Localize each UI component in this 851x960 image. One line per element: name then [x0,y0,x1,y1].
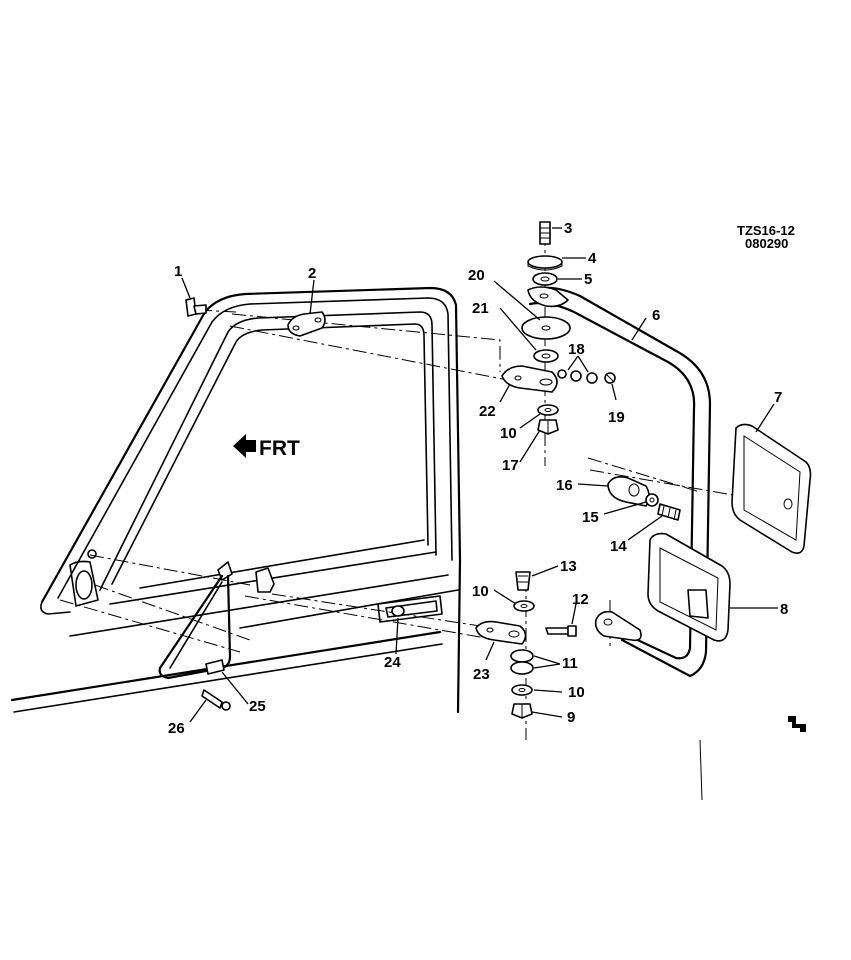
diagram-date: 080290 [745,236,788,251]
callout-22: 22 [479,403,496,420]
lower-mount-stack [391,571,577,719]
callout-labels: 1 2 3 4 5 6 7 8 9 10 10 10 11 12 13 14 1… [168,220,788,737]
callout-9: 9 [567,709,575,726]
callout-21: 21 [472,300,489,317]
callout-24: 24 [384,654,401,671]
mirror-head-upper [731,423,812,554]
upper-bracket [287,311,326,337]
publisher-logo-icon [788,716,806,732]
callout-20: 20 [468,267,485,284]
front-direction-indicator: FRT [233,434,300,460]
callout-8: 8 [780,601,788,618]
upper-mount-stack [501,221,616,435]
callout-6: 6 [652,307,660,324]
callout-10-middle: 10 [472,583,489,600]
alignment-lines [59,232,791,740]
callout-13: 13 [560,558,577,575]
callout-2: 2 [308,265,316,282]
callout-11: 11 [562,655,578,672]
callout-26: 26 [168,720,185,737]
callout-1: 1 [174,263,182,280]
leader-lines [181,227,778,723]
diagram-code: TZS16-12 [737,223,795,238]
callout-5: 5 [584,271,592,288]
callout-16: 16 [556,477,573,494]
callout-10-lower: 10 [568,684,585,701]
door-frame [10,286,462,714]
front-arrow-icon [233,434,256,458]
callout-3: 3 [564,220,572,237]
callout-25: 25 [249,698,266,715]
callout-17: 17 [502,457,519,474]
callout-4: 4 [588,250,597,267]
callout-12: 12 [572,591,589,608]
mirror-arm [527,286,712,801]
callout-19: 19 [608,409,625,426]
front-label: FRT [259,437,300,460]
lower-front-bracket [158,561,275,711]
callout-7: 7 [774,389,782,406]
callout-15: 15 [582,509,599,526]
callout-23: 23 [473,666,490,683]
callout-14: 14 [610,538,627,555]
callout-10-upper: 10 [500,425,517,442]
arm-clamp [607,476,681,521]
upper-clip [185,297,207,317]
callout-18: 18 [568,341,585,358]
mirror-head-lower [647,532,731,642]
diagram-reference: TZS16-12 080290 [737,223,795,251]
